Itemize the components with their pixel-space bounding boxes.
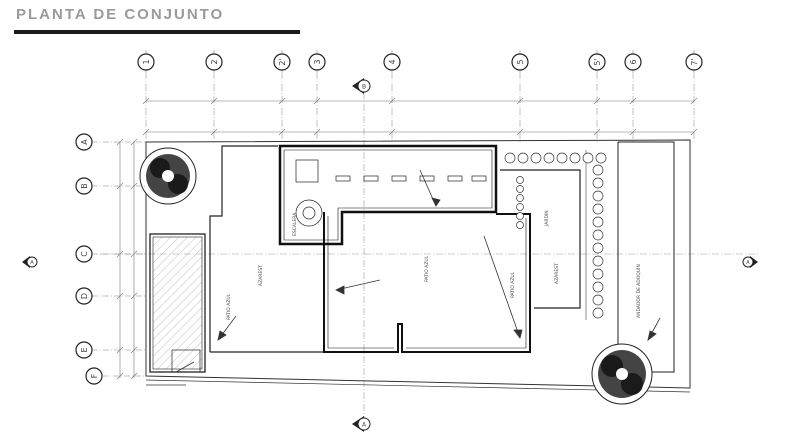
area-label-left: AZAREST xyxy=(258,265,264,286)
tree-bottom-right xyxy=(591,343,653,405)
patio-label-center: PATIO AZUL xyxy=(424,255,430,282)
area-labels: AZAREST AZAREST PATIO AZUL PATIO AZUL PA… xyxy=(226,210,642,320)
grid-column-marker: 2 xyxy=(205,50,223,72)
planter-rows xyxy=(504,152,607,319)
dimension-lines xyxy=(116,97,698,380)
grid-column-marker: 6 xyxy=(624,50,642,72)
svg-text:5': 5' xyxy=(593,58,602,65)
central-building xyxy=(278,144,531,353)
grid-row-marker: D xyxy=(75,287,146,305)
tree-top-left xyxy=(139,147,197,205)
slope-arrows xyxy=(175,169,661,373)
svg-text:E: E xyxy=(80,347,89,352)
garden-label: JARDIN xyxy=(544,210,550,227)
grid-row-marker: E xyxy=(75,341,146,359)
grid-row-marker: C xyxy=(75,245,146,263)
grid-row-marker: F xyxy=(85,367,146,385)
svg-text:2: 2 xyxy=(210,59,219,64)
right-block xyxy=(500,141,675,373)
svg-text:C: C xyxy=(80,251,89,257)
grid-column-marker: 7' xyxy=(685,50,703,72)
svg-text:D: D xyxy=(80,293,89,299)
svg-text:B: B xyxy=(362,84,366,91)
svg-text:6: 6 xyxy=(629,59,638,64)
section-marker-right: A xyxy=(742,256,758,268)
area-label-right: AZAREST xyxy=(554,263,560,284)
section-marker-top: B xyxy=(352,78,371,94)
grid-column-marker: 4 xyxy=(383,50,401,72)
drawing-title: PLANTA DE CONJUNTO xyxy=(16,6,225,23)
grid-column-marker: 3 xyxy=(308,50,326,72)
svg-text:5: 5 xyxy=(516,59,525,64)
grid-column-marker: 2' xyxy=(273,50,291,72)
grid-column-marker: 1 xyxy=(137,50,155,72)
grid-column-marker: 5 xyxy=(511,50,529,72)
svg-text:7': 7' xyxy=(690,58,699,65)
section-marker-bottom: A xyxy=(352,416,371,432)
svg-text:1: 1 xyxy=(142,59,151,64)
section-markers: B A A A xyxy=(22,78,758,432)
building-openings xyxy=(295,159,487,227)
corridor-label: ANDADOR DE ADOQUIN xyxy=(636,264,642,318)
patio-label-right: PATIO AZUL xyxy=(510,271,516,298)
svg-text:3: 3 xyxy=(313,59,322,64)
patio-label-left: PATIO AZUL xyxy=(226,293,232,320)
left-block xyxy=(149,145,330,373)
svg-text:F: F xyxy=(90,373,99,378)
svg-text:B: B xyxy=(80,183,89,189)
svg-text:A: A xyxy=(746,260,750,266)
section-marker-left: A xyxy=(22,256,38,268)
svg-text:A: A xyxy=(30,260,34,266)
title-underline xyxy=(14,30,300,34)
grid-row-marker: B xyxy=(75,177,146,195)
stair-label: ESCALERA xyxy=(292,212,298,236)
svg-text:4: 4 xyxy=(388,59,397,64)
grid-column-markers: 1 2 2' 3 4 5 5' 6 7' xyxy=(137,50,703,72)
svg-text:A: A xyxy=(362,422,367,429)
grid-row-marker: A xyxy=(75,133,146,151)
svg-text:A: A xyxy=(80,139,89,145)
grid-column-marker: 5' xyxy=(588,50,606,72)
svg-text:2': 2' xyxy=(278,58,287,65)
grid-row-markers: A B C D E F xyxy=(75,133,146,385)
